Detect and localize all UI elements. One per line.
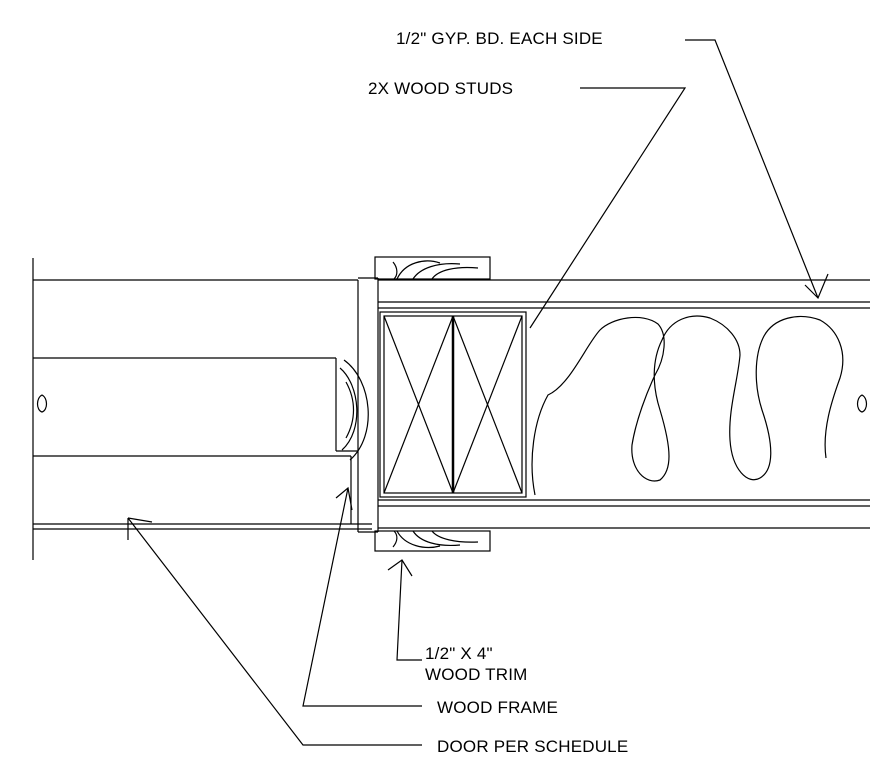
wood-studs — [379, 311, 527, 498]
wood-trim-bottom — [374, 530, 491, 552]
batt-insulation — [531, 315, 844, 496]
arrow-trim — [387, 559, 413, 577]
door-section — [32, 258, 372, 560]
wood-trim-top — [374, 256, 491, 280]
break-symbol-left — [36, 394, 48, 413]
label-trim-size: 1/2" X 4" — [425, 644, 493, 663]
leader-frame — [302, 487, 422, 707]
break-symbol-right — [856, 394, 868, 413]
wood-frame — [339, 277, 379, 533]
label-wood-frame: WOOD FRAME — [437, 698, 558, 717]
leader-lines — [127, 39, 829, 746]
arrow-door — [127, 517, 153, 540]
leader-studs — [529, 87, 687, 329]
leader-door — [127, 517, 422, 746]
leader-gyp — [685, 39, 819, 299]
leader-trim — [396, 559, 422, 661]
label-wood-trim: WOOD TRIM — [425, 665, 528, 684]
label-door-schedule: DOOR PER SCHEDULE — [437, 737, 629, 756]
stud-wall — [378, 279, 870, 529]
arrow-frame — [335, 486, 353, 511]
label-gyp-board: 1/2" GYP. BD. EACH SIDE — [396, 29, 603, 48]
label-wood-studs: 2X WOOD STUDS — [368, 79, 514, 98]
arrow-gyp — [804, 273, 829, 300]
